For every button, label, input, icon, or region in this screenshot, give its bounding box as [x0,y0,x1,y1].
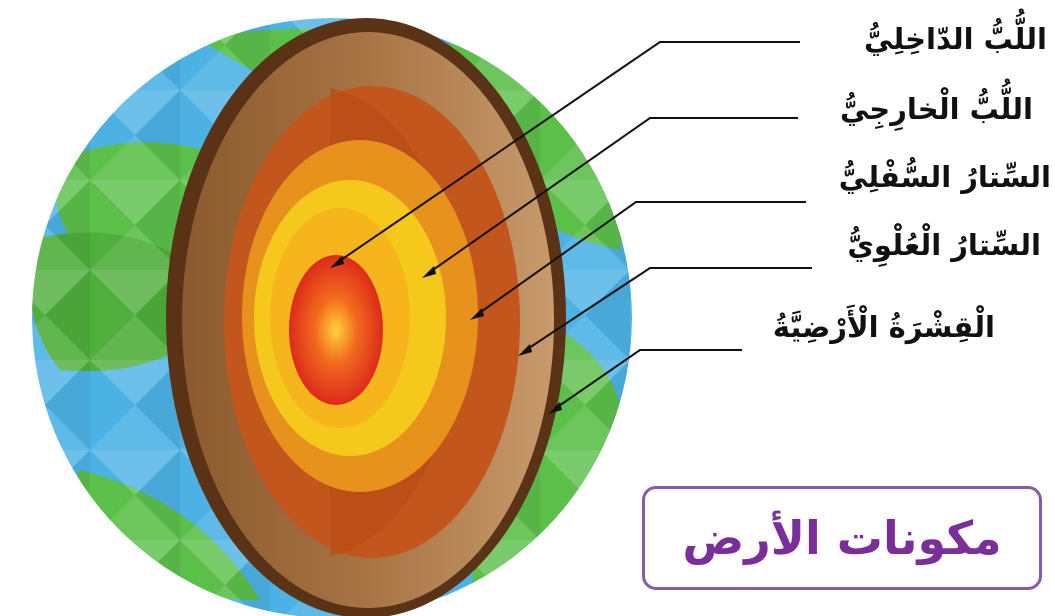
title-box: مكونات الأرض [642,486,1042,590]
inner-core-layer [289,255,383,405]
label-crust: الْقِشْرَةُ الْأَرْضِيَّةُ [773,310,995,345]
label-inner-core: اللُّبُّ الدّاخِلِيُّ [864,22,1047,57]
label-lower-mantle: السِّتارُ السُّفْلِيُّ [839,160,1051,195]
label-outer-core: اللُّبُّ الْخارِجِيُّ [840,92,1033,127]
diagram-title: مكونات الأرض [682,511,1001,565]
label-upper-mantle: السِّتارُ الْعُلْوِيُّ [847,228,1041,263]
